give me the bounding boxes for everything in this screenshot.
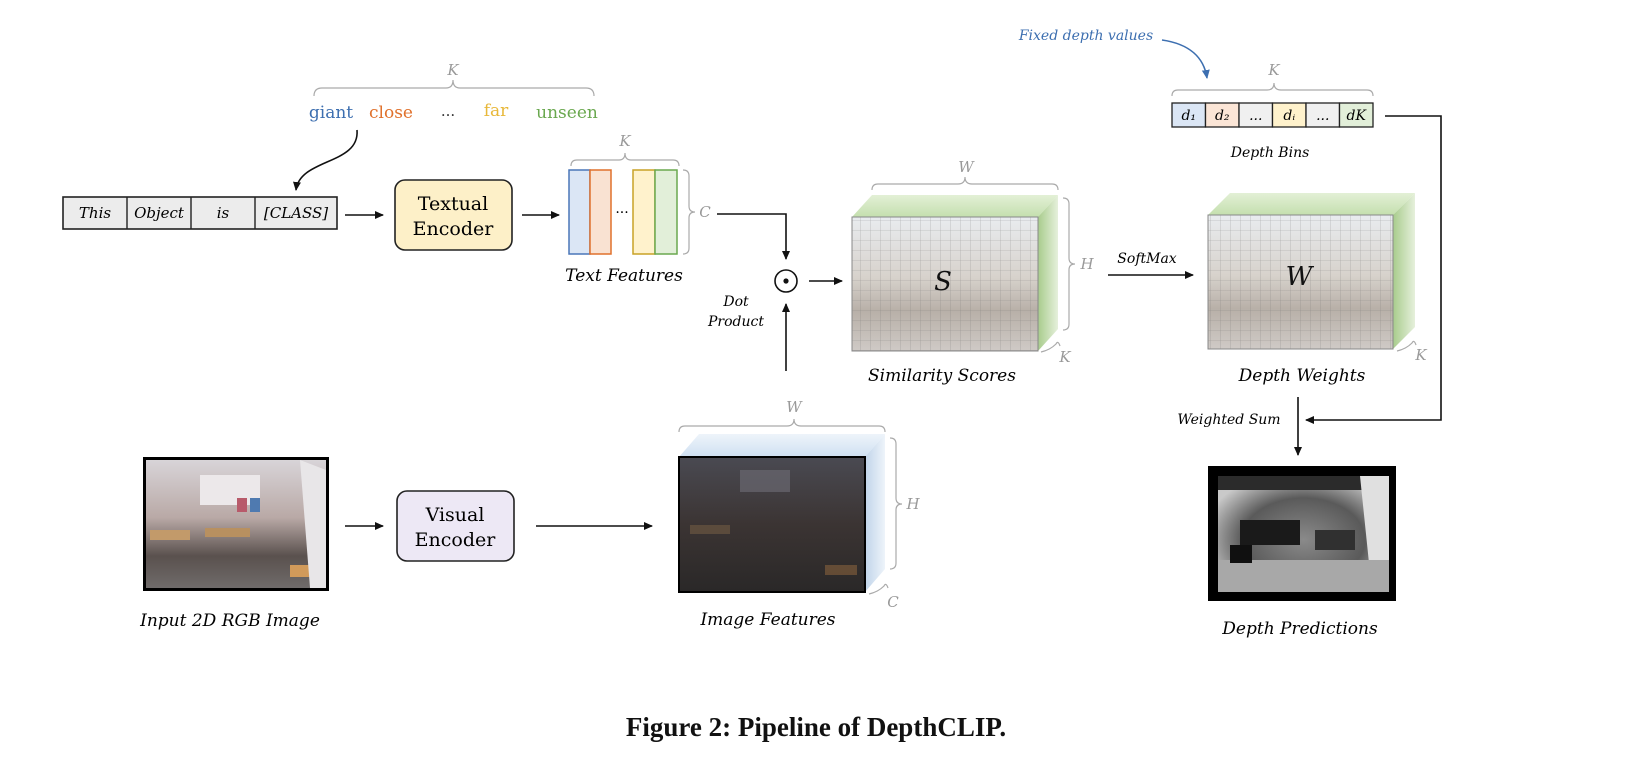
arrow-text-to-dot	[717, 213, 790, 260]
prompt-token-object: Object	[134, 204, 185, 222]
k-label-similarity: K	[1058, 348, 1071, 366]
visual-encoder-line2: Encoder	[415, 529, 497, 551]
dot-product-label-line1: Dot	[722, 294, 749, 310]
depth-bin-label: dK	[1347, 108, 1368, 124]
depth-bin-cell	[1238, 102, 1274, 128]
text-feature-bar-2	[589, 169, 612, 255]
image-features-cube: W H C Image Features	[678, 398, 920, 630]
k-brace-similarity	[1040, 341, 1061, 353]
dot-product-label-line2: Product	[707, 314, 764, 330]
class-word-ellipsis: ...	[441, 102, 455, 120]
class-word-far: far	[484, 101, 509, 121]
dot-product: Dot Product	[707, 213, 843, 371]
dot-product-center	[783, 278, 789, 284]
text-feature-bar-4	[654, 169, 678, 255]
textual-encoder-box: Textual Encoder	[394, 179, 513, 251]
text-feature-bar-3	[632, 169, 656, 255]
class-insert-arrow	[293, 129, 358, 191]
depth-bin-label: d₁	[1181, 108, 1196, 124]
k-brace-bins	[1171, 82, 1374, 97]
depth-bins: Fixed depth values K d₁ d₂... dᵢ... dK Dept…	[1018, 28, 1442, 424]
depth-bin-label: dᵢ	[1283, 108, 1295, 124]
depth-bins-title: Depth Bins	[1230, 145, 1310, 161]
similarity-title: Similarity Scores	[868, 366, 1016, 386]
input-image-title: Input 2D RGB Image	[139, 611, 320, 631]
image-side-face	[865, 434, 885, 592]
input-rgb-image	[143, 457, 329, 591]
similarity-top-face	[852, 195, 1058, 217]
depth-predictions-title: Depth Predictions	[1221, 619, 1378, 639]
depth-weights-title: Depth Weights	[1238, 366, 1366, 386]
weights-top-face	[1208, 193, 1415, 215]
c-label-text-features: C	[699, 203, 711, 221]
depth-prediction-image	[1208, 466, 1396, 601]
similarity-cube: W S H K Similarity Scores	[851, 158, 1094, 386]
class-word-unseen: unseen	[536, 103, 598, 123]
text-features: K ... C Text Features	[565, 132, 711, 286]
k-label-weights: K	[1414, 346, 1427, 364]
k-label-text-features: K	[618, 132, 631, 150]
text-features-title: Text Features	[565, 266, 683, 286]
h-brace-image	[889, 437, 903, 570]
k-label-bins: K	[1267, 61, 1280, 79]
depth-bin-label: ...	[1249, 108, 1262, 124]
depth-bin-label: ...	[1316, 108, 1329, 124]
weights-side-face	[1393, 193, 1415, 349]
w-brace-image	[678, 418, 886, 433]
similarity-side-face	[1038, 195, 1058, 351]
bin-cells: d₁ d₂... dᵢ... dK	[1171, 102, 1374, 128]
c-brace-text-features	[682, 169, 696, 255]
text-feature-bar-1	[568, 169, 591, 255]
prompt-template: This Object is [CLASS]	[62, 196, 338, 230]
softmax-label: SoftMax	[1117, 251, 1177, 267]
k-brace-weights	[1396, 340, 1417, 352]
c-brace-image	[868, 583, 889, 595]
image-features-title: Image Features	[699, 610, 835, 630]
class-word-giant: giant	[309, 103, 353, 123]
weights-symbol: W	[1286, 262, 1315, 292]
image-top-face	[679, 434, 885, 457]
k-brace-text-features	[570, 152, 680, 167]
visual-encoder-box: Visual Encoder	[396, 490, 515, 562]
prompt-token-is: is	[217, 204, 230, 222]
weighted-sum-label: Weighted Sum	[1177, 412, 1280, 428]
w-label-similarity: W	[958, 158, 975, 176]
depth-bin-cell	[1338, 102, 1374, 128]
similarity-symbol: S	[934, 267, 952, 297]
depth-bin-cell	[1271, 102, 1307, 128]
k-label-classes: K	[446, 61, 459, 79]
text-features-ellipsis: ...	[615, 201, 628, 217]
similarity-grid	[852, 217, 1038, 351]
c-label-image: C	[887, 593, 899, 611]
fixed-depth-annotation: Fixed depth values	[1018, 28, 1153, 44]
depth-bin-label: d₂	[1215, 108, 1230, 124]
arrow-bins-to-sum	[1305, 115, 1442, 424]
w-brace-similarity	[871, 176, 1059, 191]
h-label-similarity: H	[1079, 255, 1094, 273]
prompt-token-class: [CLASS]	[264, 204, 328, 222]
textual-encoder-line2: Encoder	[413, 218, 495, 240]
h-label-image: H	[905, 495, 920, 513]
weights-grid	[1208, 215, 1393, 349]
depth-class-group: K giant close ... far unseen	[293, 61, 598, 191]
depth-weights-cube: W K Depth Weights	[1207, 193, 1427, 386]
k-brace-classes	[313, 79, 595, 97]
w-label-image: W	[786, 398, 803, 416]
textual-encoder-line1: Textual	[418, 193, 488, 215]
depth-bin-cell	[1204, 102, 1240, 128]
fixed-depth-arrow	[1161, 39, 1210, 79]
visual-encoder-line1: Visual	[425, 504, 485, 526]
h-brace-similarity	[1062, 197, 1076, 331]
class-word-close: close	[369, 103, 413, 123]
figure-caption: Figure 2: Pipeline of DepthCLIP.	[625, 712, 1007, 742]
prompt-token-this: This	[79, 204, 111, 222]
